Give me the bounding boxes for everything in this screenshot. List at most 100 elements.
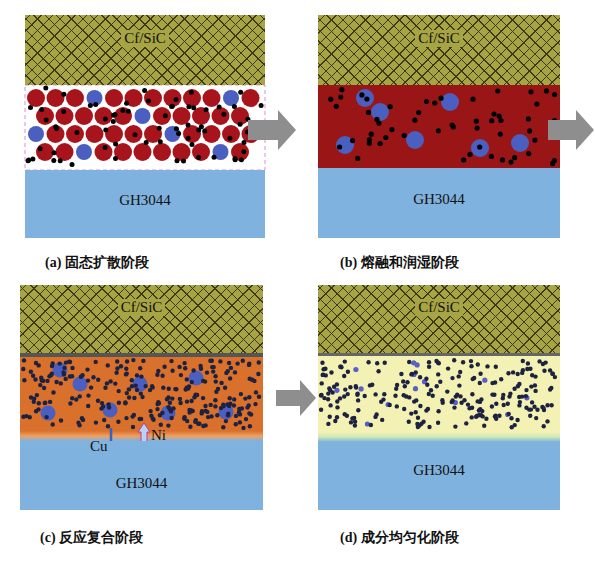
particle — [219, 405, 234, 420]
particle — [510, 425, 514, 429]
particle — [22, 378, 26, 382]
particle — [156, 369, 160, 373]
alloy-block: GH3044 — [318, 168, 560, 238]
particle — [319, 393, 323, 397]
particle — [35, 393, 39, 397]
particle — [348, 385, 352, 389]
particle — [77, 423, 81, 427]
particle — [461, 360, 465, 364]
particle — [395, 383, 399, 387]
particle — [79, 375, 83, 379]
particle — [366, 360, 370, 364]
particle — [235, 361, 239, 365]
particle — [141, 359, 145, 363]
particle — [99, 406, 103, 410]
particle — [476, 362, 480, 366]
particle — [490, 404, 494, 408]
particle — [49, 373, 53, 377]
particle — [130, 414, 134, 418]
particle — [381, 397, 385, 401]
particle — [64, 360, 68, 364]
particle — [37, 363, 41, 367]
particle — [214, 379, 218, 383]
particle — [50, 364, 54, 368]
particle — [185, 399, 189, 403]
particle — [355, 156, 360, 161]
melt-layer — [318, 85, 560, 168]
particle — [48, 400, 52, 404]
particle — [427, 392, 431, 396]
particle — [537, 359, 541, 363]
particle — [131, 358, 135, 362]
particle — [501, 393, 505, 397]
particle — [335, 399, 339, 403]
particle — [176, 131, 181, 136]
particle — [507, 412, 511, 416]
reaction-layer — [20, 357, 263, 431]
particle — [135, 388, 139, 392]
particle — [38, 146, 43, 151]
particle — [541, 406, 545, 410]
particle — [191, 105, 196, 110]
particle — [103, 386, 107, 390]
particle — [542, 424, 546, 428]
particle — [544, 88, 549, 93]
particle — [186, 136, 191, 141]
particle — [95, 107, 113, 125]
particle — [111, 119, 116, 124]
particle — [356, 89, 374, 107]
particle — [62, 366, 66, 370]
particle — [484, 417, 488, 421]
stage-caption: (d) 成分均匀化阶段 — [340, 529, 459, 547]
particle — [133, 377, 148, 392]
particle — [506, 371, 510, 375]
particle — [199, 124, 204, 129]
particle — [68, 401, 72, 405]
particle — [125, 125, 143, 143]
particle — [233, 157, 238, 162]
particle — [42, 386, 46, 390]
particle — [89, 385, 93, 389]
particle — [185, 377, 189, 381]
particle — [192, 143, 210, 161]
particle — [200, 411, 204, 415]
particle — [326, 422, 330, 426]
particle — [478, 381, 482, 385]
particle — [521, 368, 525, 372]
particle — [66, 89, 84, 107]
particle — [54, 380, 58, 384]
particle — [202, 128, 207, 133]
particle — [93, 102, 98, 107]
particle — [407, 395, 411, 399]
particle — [165, 397, 169, 401]
particle — [182, 417, 186, 421]
diffusion-zone — [318, 432, 560, 442]
particle — [450, 398, 454, 402]
particle — [424, 377, 428, 381]
particle — [175, 158, 180, 163]
particle — [498, 132, 503, 137]
particle — [545, 403, 549, 407]
particle — [376, 121, 381, 126]
particle — [209, 403, 213, 407]
particle — [153, 107, 171, 125]
particle — [530, 373, 534, 377]
particle — [70, 396, 74, 400]
particle — [211, 369, 215, 373]
particle — [409, 372, 413, 376]
particle — [75, 107, 93, 125]
particle — [103, 403, 118, 418]
particle — [517, 395, 521, 399]
particle — [189, 399, 193, 403]
particle — [28, 105, 33, 110]
composite-block: Cf/SiC — [318, 15, 560, 85]
particle — [515, 418, 519, 422]
particle — [26, 158, 31, 163]
particle — [354, 385, 358, 389]
particle — [190, 380, 194, 384]
particle — [319, 408, 323, 412]
particle — [414, 410, 418, 414]
particle — [517, 382, 521, 386]
particle — [232, 403, 236, 407]
particle — [359, 92, 364, 97]
